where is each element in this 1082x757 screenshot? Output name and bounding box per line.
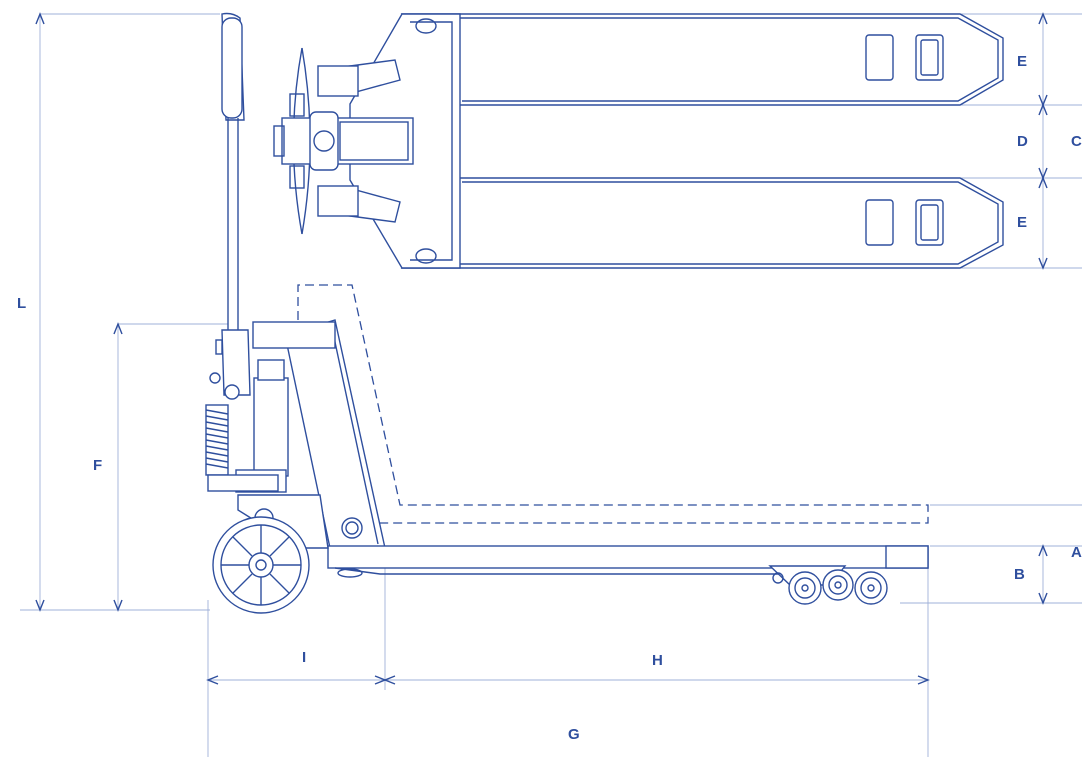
label-L: L — [17, 295, 26, 312]
label-G: G — [568, 726, 580, 743]
label-I: I — [302, 649, 306, 666]
label-D: D — [1017, 133, 1028, 150]
dimension-labels: L F E D C E A B I H G — [17, 53, 1082, 743]
steer-wheel — [212, 516, 310, 614]
spring — [205, 404, 229, 476]
label-H: H — [652, 652, 663, 669]
label-E-top: E — [1017, 53, 1027, 70]
label-F: F — [93, 457, 102, 474]
label-C: C — [1071, 133, 1082, 150]
label-E-bottom: E — [1017, 214, 1027, 231]
label-B: B — [1014, 566, 1025, 583]
label-A: A — [1071, 544, 1082, 561]
dimension-lines — [20, 12, 1082, 757]
side-view-drawing — [205, 284, 929, 614]
top-view-drawing — [221, 12, 1004, 330]
